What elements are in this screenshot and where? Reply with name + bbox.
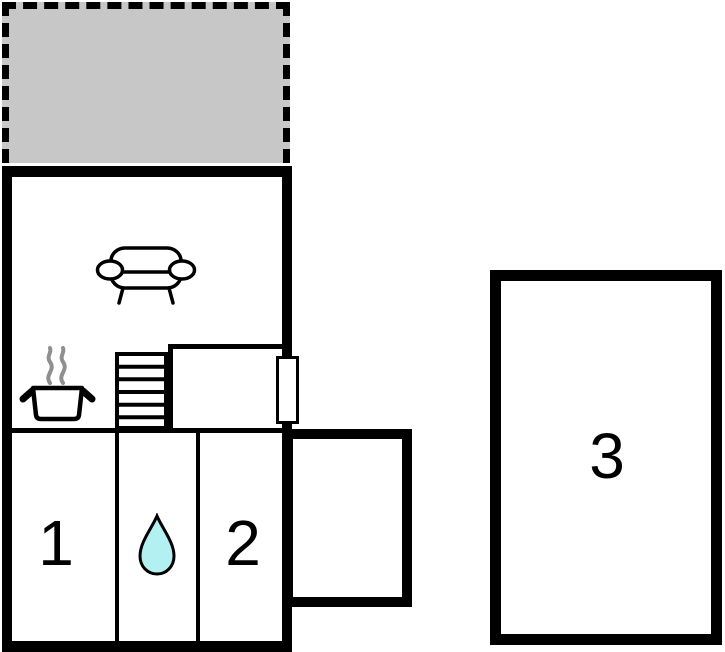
wall-left — [2, 166, 12, 652]
water-drop-icon — [138, 513, 176, 576]
room-2-label: 2 — [225, 507, 261, 579]
terrace-area — [2, 2, 290, 163]
room-3 — [490, 270, 722, 645]
steam-icon — [46, 346, 67, 385]
wall-divider-horizontal — [12, 428, 282, 433]
wall-hallway-left — [168, 349, 173, 428]
wall-divider-room1-bath — [115, 433, 119, 641]
room-3-label: 3 — [589, 420, 625, 492]
stairs-icon — [115, 352, 168, 430]
wall-top — [2, 166, 292, 177]
cooking-pot-icon — [19, 346, 96, 422]
wall-bottom — [2, 641, 292, 652]
wall-divider-bath-room2 — [196, 433, 200, 641]
extension-room — [283, 429, 412, 607]
sofa-icon — [95, 246, 197, 305]
room-1-label: 1 — [38, 507, 74, 579]
door-icon — [276, 356, 299, 424]
wall-hallway-top — [168, 344, 282, 349]
